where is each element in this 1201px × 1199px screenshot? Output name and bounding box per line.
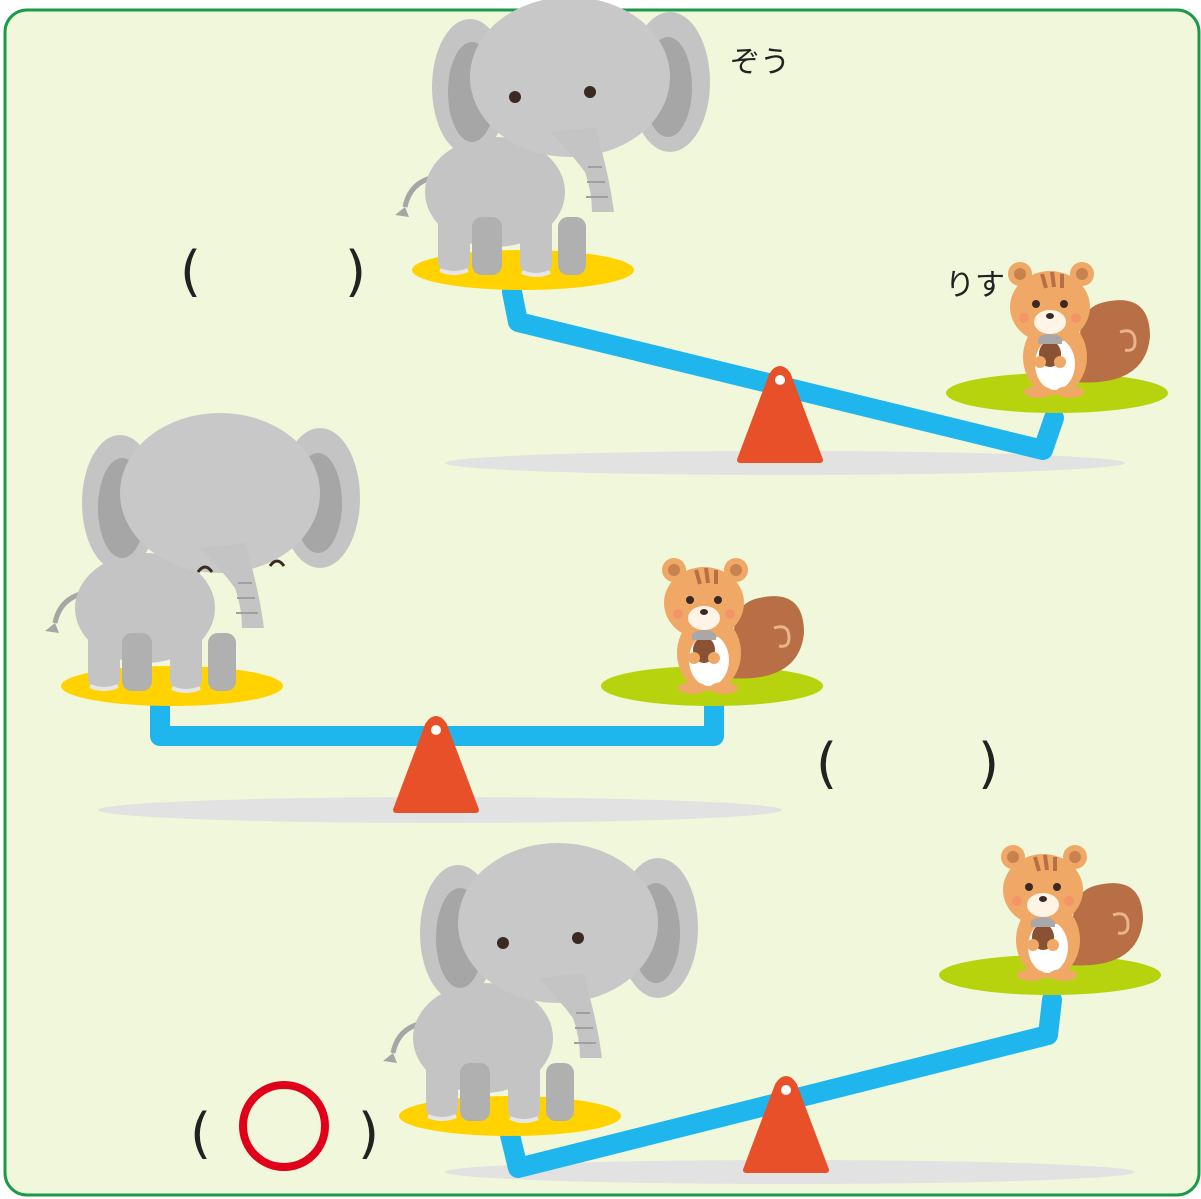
- elephant-label: ぞう: [730, 45, 790, 80]
- answer-paren-open: (: [180, 240, 201, 303]
- answer-paren-open: (: [190, 1102, 211, 1165]
- scene-2-seesaw: ( ): [45, 413, 999, 823]
- answer-box-1[interactable]: ( ): [180, 240, 366, 303]
- answer-paren-close: ): [345, 240, 366, 303]
- ground-shadow: [445, 451, 1125, 475]
- elephant: [45, 413, 360, 691]
- answer-box-3[interactable]: ( ): [190, 1081, 379, 1171]
- answer-paren-close: ): [358, 1102, 379, 1165]
- answer-paren-close: ): [978, 732, 999, 795]
- answer-box-2[interactable]: ( ): [816, 732, 999, 795]
- squirrel-label: りす: [945, 268, 1005, 303]
- scene-3-seesaw: ( ): [190, 843, 1161, 1184]
- answer-paren-open: (: [816, 732, 837, 795]
- answer-circle-mark: [239, 1081, 329, 1171]
- scene-1-seesaw: ぞう りす ( ): [180, 0, 1168, 475]
